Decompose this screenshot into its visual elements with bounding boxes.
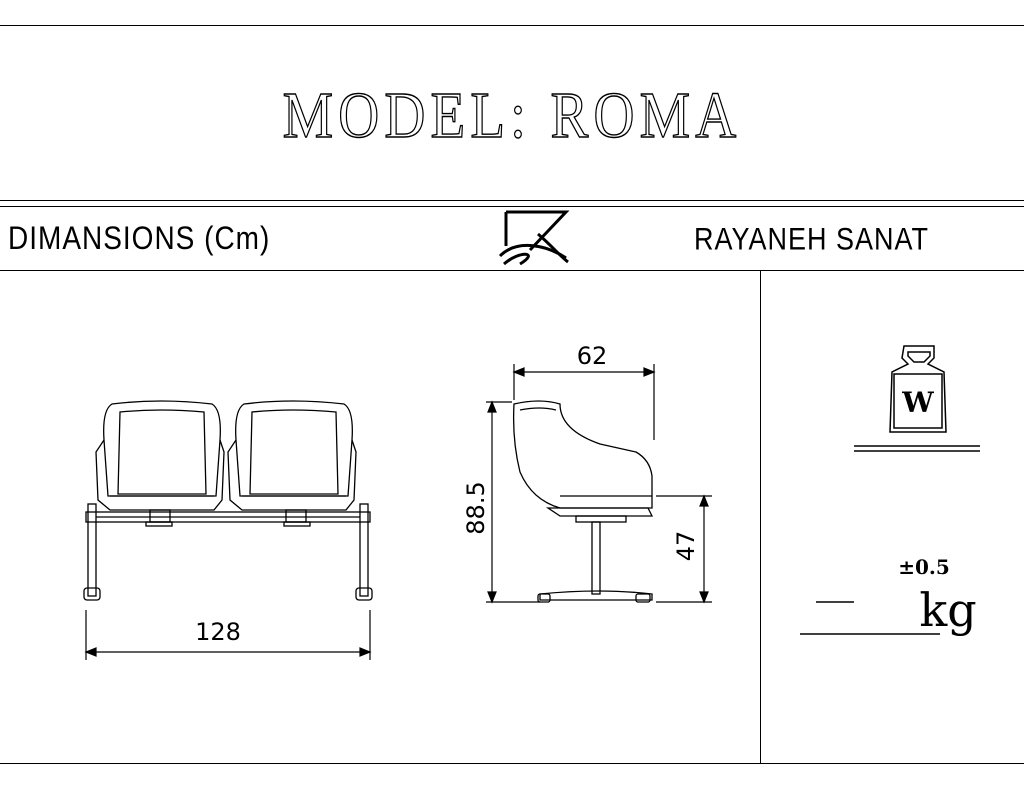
weight-unit: kg bbox=[919, 583, 976, 637]
chair-side-view bbox=[512, 400, 654, 603]
dimensions-label: DIMANSIONS (Cm) bbox=[8, 220, 271, 256]
title-divider-inner bbox=[0, 206, 1024, 207]
weight-value-blank bbox=[800, 601, 940, 635]
bottom-border bbox=[0, 763, 1024, 764]
seat-height-value: 47 bbox=[672, 531, 700, 562]
weight-tolerance: ±0.5 bbox=[898, 555, 950, 579]
chair-logo-icon bbox=[498, 210, 570, 266]
weight-underline bbox=[854, 445, 980, 452]
width-value: 128 bbox=[195, 618, 241, 646]
page-title: MODEL: ROMA bbox=[282, 78, 742, 152]
header-divider bbox=[0, 270, 1024, 271]
height-value: 88.5 bbox=[462, 481, 490, 534]
weight-icon-letter: W bbox=[901, 386, 934, 419]
title-divider bbox=[0, 200, 1024, 201]
weight-panel-divider bbox=[760, 270, 761, 763]
width-dimension-line bbox=[84, 610, 372, 660]
bench-front-view bbox=[83, 400, 373, 601]
depth-dimension-line bbox=[512, 364, 656, 440]
weight-icon bbox=[889, 345, 947, 433]
height-dimension-line bbox=[486, 400, 540, 604]
brand-name: RAYANEH SANAT bbox=[694, 222, 930, 257]
seat-height-dimension-line bbox=[656, 494, 712, 604]
depth-value: 62 bbox=[577, 342, 608, 370]
top-border bbox=[0, 25, 1024, 26]
